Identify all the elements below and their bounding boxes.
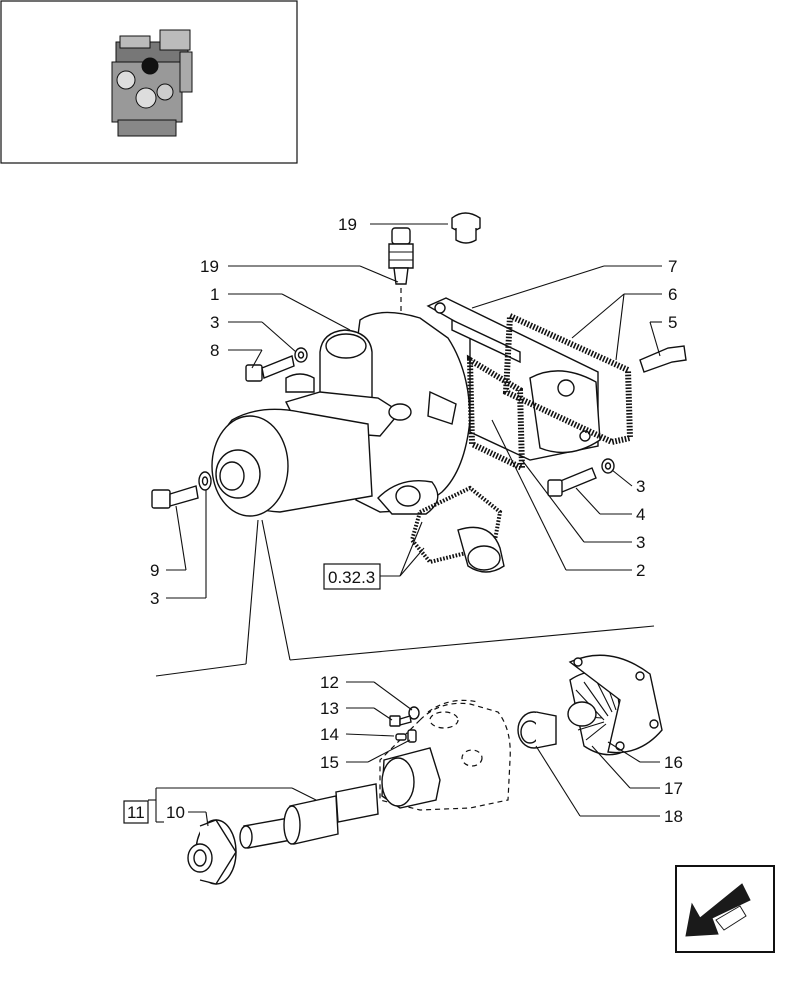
label-14: 14 [320, 725, 339, 744]
bushing-15[interactable] [407, 729, 417, 743]
cover-plate-7[interactable] [426, 297, 601, 461]
label-7: 7 [668, 257, 677, 276]
leader-lines-lower [148, 681, 660, 827]
label-19-top: 19 [338, 215, 357, 234]
arrow-down-left-icon [685, 883, 751, 937]
label-3-left: 3 [150, 589, 159, 608]
pulley-hub-10[interactable] [187, 819, 237, 885]
nav-previous-button[interactable] [675, 865, 775, 953]
outlet-elbow[interactable] [409, 485, 505, 573]
pump-body-outline[interactable] [379, 699, 511, 811]
label-3-right: 3 [636, 477, 645, 496]
bolt-4[interactable] [547, 467, 597, 497]
label-2: 2 [636, 561, 645, 580]
shaft-bearing-11[interactable] [239, 783, 379, 849]
reference-label: 0.32.3 [328, 568, 375, 587]
bolt-5[interactable] [639, 345, 687, 373]
callout-labels: 19 19 1 3 8 7 6 5 3 4 3 2 9 3 0.32.3 12 … [123, 215, 683, 826]
label-9: 9 [150, 561, 159, 580]
label-3-right-lower: 3 [636, 533, 645, 552]
label-10: 10 [166, 803, 185, 822]
label-3-upper: 3 [210, 313, 219, 332]
sensor-19[interactable] [388, 227, 414, 285]
label-12: 12 [320, 673, 339, 692]
label-17: 17 [664, 779, 683, 798]
label-13: 13 [320, 699, 339, 718]
engine-thumbnail-icon [111, 29, 193, 137]
label-16: 16 [664, 753, 683, 772]
label-4: 4 [636, 505, 645, 524]
label-6: 6 [668, 285, 677, 304]
pin-14[interactable] [395, 733, 407, 741]
seal-18[interactable] [517, 711, 557, 749]
cover-16[interactable] [568, 654, 663, 754]
pump-housing-1[interactable] [211, 311, 471, 517]
label-15: 15 [320, 753, 339, 772]
gasket-6-rear[interactable] [502, 311, 634, 446]
screw-13[interactable] [389, 715, 412, 727]
label-5: 5 [668, 313, 677, 332]
reference-box[interactable]: 0.32.3 [323, 563, 381, 590]
gasket-2-front[interactable] [466, 354, 526, 473]
plug-19[interactable] [451, 212, 481, 244]
label-8: 8 [210, 341, 219, 360]
leader-lines-upper [155, 223, 662, 677]
kit-box-11[interactable]: 11 [123, 800, 149, 824]
bolt-9[interactable] [151, 485, 199, 509]
label-19: 19 [200, 257, 219, 276]
engine-thumbnail[interactable] [0, 0, 298, 164]
label-18: 18 [664, 807, 683, 826]
label-1: 1 [210, 285, 219, 304]
label-11: 11 [127, 803, 145, 822]
